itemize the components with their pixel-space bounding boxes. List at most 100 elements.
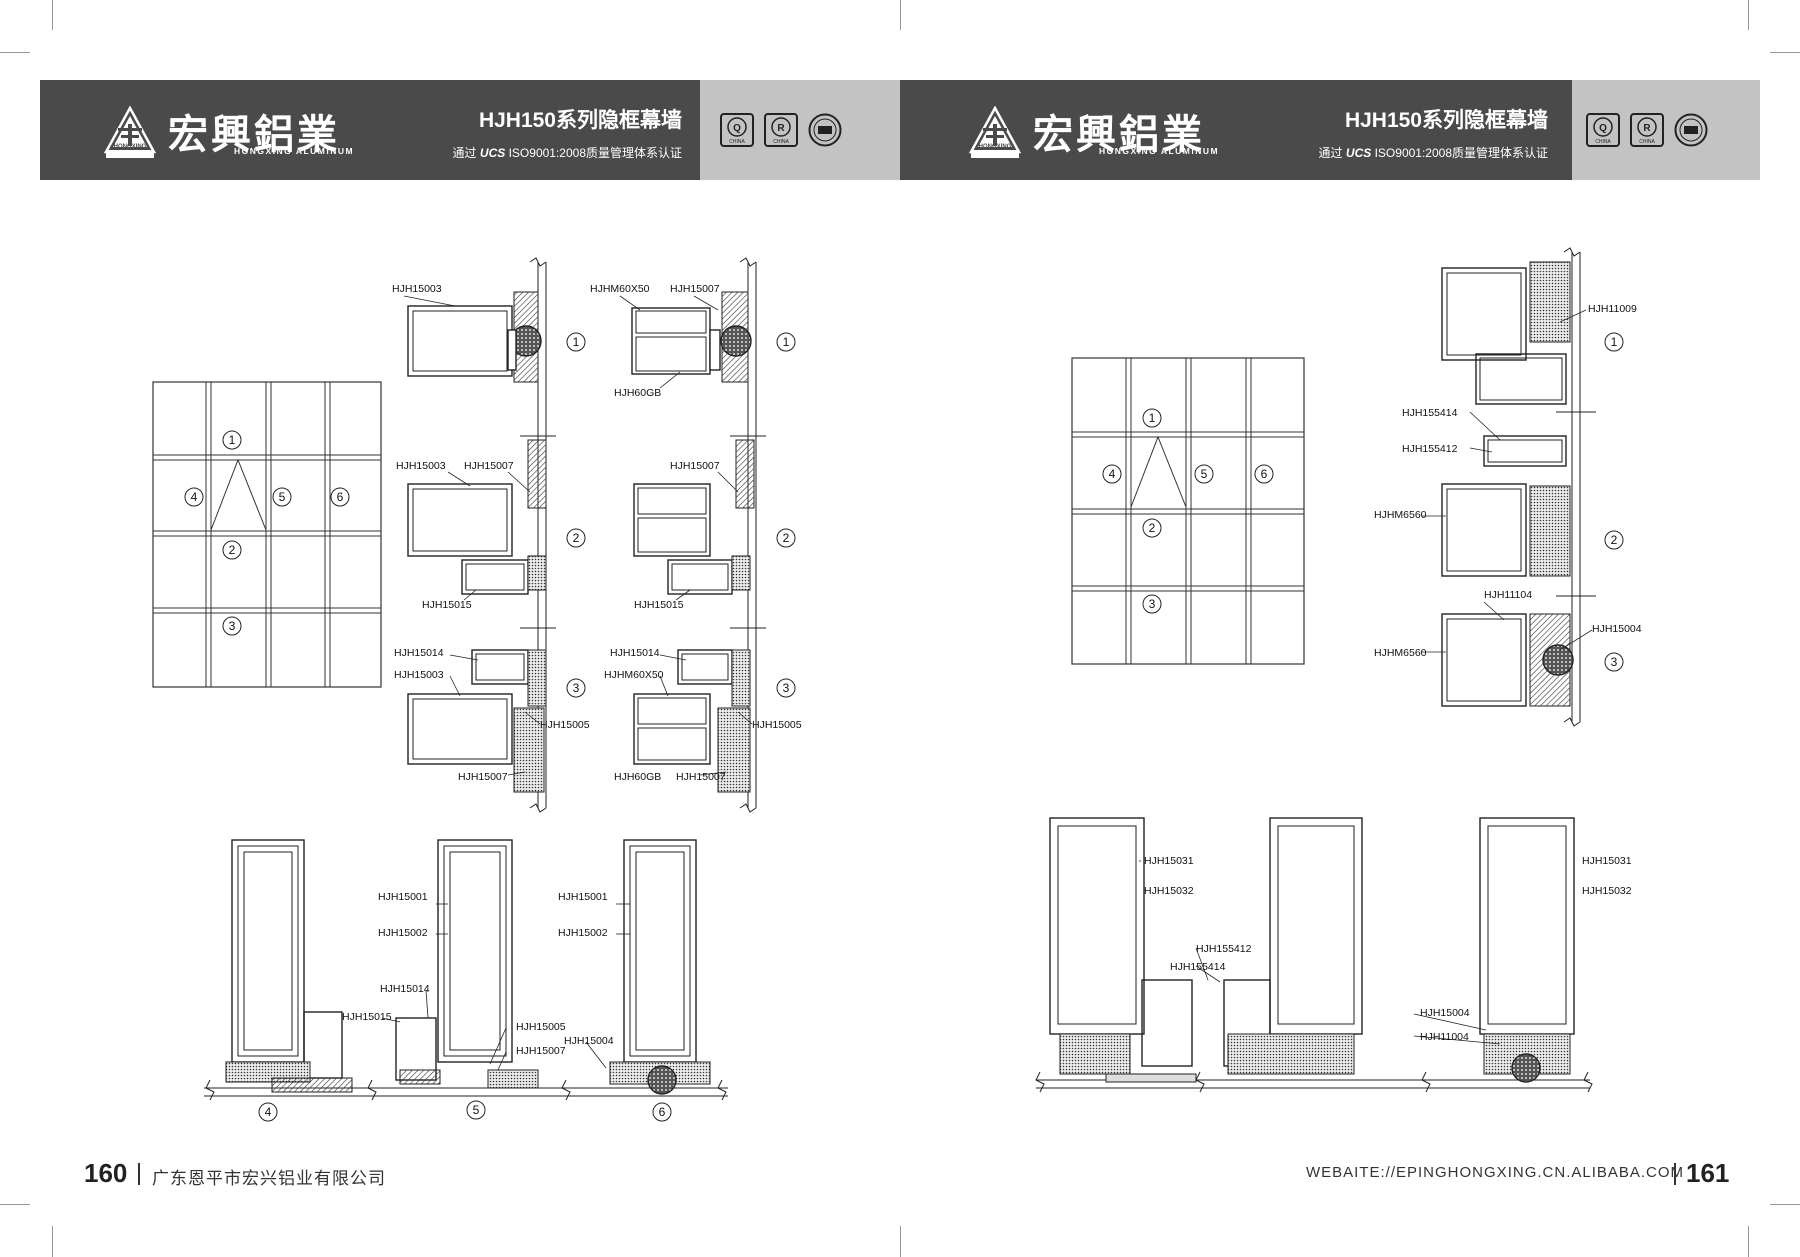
r-china-badge-icon: R CHINA <box>764 113 798 147</box>
cert-seal-badge-icon-right <box>1674 113 1708 147</box>
callout-3: 3 <box>1611 655 1618 669</box>
part-label: HJH15004 <box>564 1035 614 1047</box>
logo-caption-right: HONGXING <box>978 144 1012 150</box>
left-elevation-grid <box>152 381 382 688</box>
brand-name-en: HONGXING ALUMINUM <box>234 146 355 156</box>
part-label: HJH15015 <box>422 599 472 611</box>
part-label: HJH15007 <box>676 771 726 783</box>
part-label: HJH15031 <box>1582 855 1632 867</box>
right-horizontal-section <box>1035 817 1593 1093</box>
crop-mark <box>900 0 901 30</box>
svg-text:CHINA: CHINA <box>729 139 745 145</box>
part-label: HJH15007 <box>458 771 508 783</box>
callout-5: 5 <box>473 1103 480 1117</box>
callout-2: 2 <box>229 543 236 557</box>
part-label: HJH15002 <box>558 927 608 939</box>
svg-text:R: R <box>777 123 785 134</box>
left-cert-block <box>700 80 900 180</box>
website-url: WEBAITE://EPINGHONGXING.CN.ALIBABA.COM <box>1306 1164 1685 1181</box>
crop-mark <box>1748 1226 1749 1257</box>
callout-1: 1 <box>783 335 790 349</box>
part-label: HJH11004 <box>1420 1031 1469 1043</box>
cert-suffix: ISO9001:2008质量管理体系认证 <box>508 146 682 160</box>
hongxing-logo-icon <box>104 106 156 158</box>
footer-divider-right <box>1674 1163 1676 1185</box>
callout-4: 4 <box>191 490 198 504</box>
part-label: HJH60GB <box>614 387 661 399</box>
callout-2: 2 <box>1149 521 1156 535</box>
callout-6: 6 <box>1261 467 1268 481</box>
part-label: HJH15015 <box>342 1011 392 1023</box>
callout-2: 2 <box>1611 533 1618 547</box>
part-label: HJH15003 <box>392 283 442 295</box>
cert-prefix: 通过 <box>452 146 477 160</box>
crop-mark <box>52 0 53 30</box>
part-label: HJH15031 <box>1144 855 1194 867</box>
right-elevation-grid <box>1071 357 1305 665</box>
part-label: HJH155414 <box>1402 407 1458 419</box>
callout-1: 1 <box>573 335 580 349</box>
leader-lines <box>381 295 1593 1071</box>
left-header-band <box>40 80 700 180</box>
callout-5: 5 <box>1201 467 1208 481</box>
series-title: HJH150系列隐框幕墙 <box>478 109 682 132</box>
part-label: HJH15007 <box>670 460 720 472</box>
right-page-number: 161 <box>1686 1158 1730 1188</box>
crop-mark <box>1770 52 1800 53</box>
svg-text:Q: Q <box>733 123 741 134</box>
part-label: HJH155412 <box>1196 943 1252 955</box>
callout-circles <box>184 332 1624 1122</box>
part-label: HJH15032 <box>1582 885 1632 897</box>
callout-5: 5 <box>279 490 286 504</box>
callout-3: 3 <box>229 619 236 633</box>
part-label: HJH11104 <box>1484 589 1532 601</box>
callout-3: 3 <box>783 681 790 695</box>
part-label: HJH15001 <box>558 891 608 903</box>
part-label: HJH15015 <box>634 599 684 611</box>
right-vertical-section <box>1441 247 1596 727</box>
brand-name-en-right: HONGXING ALUMINUM <box>1099 146 1220 156</box>
callout-3: 3 <box>573 681 580 695</box>
logo-caption: HONGXING <box>113 144 147 150</box>
part-label: HJH15004 <box>1420 1007 1470 1019</box>
brand-name-cn-right: 宏興鋁業 <box>1033 111 1205 158</box>
callout-4: 4 <box>265 1105 272 1119</box>
part-label: HJH15003 <box>394 669 444 681</box>
part-label: HJH15003 <box>396 460 446 472</box>
crop-mark <box>900 1226 901 1257</box>
hongxing-logo-icon-right <box>969 106 1021 158</box>
part-label: HJH15014 <box>394 647 444 659</box>
cert-seal-badge-icon <box>808 113 842 147</box>
part-label: HJHM6560 <box>1374 647 1427 659</box>
part-label: HJHM6560 <box>1374 509 1427 521</box>
crop-mark <box>0 52 30 53</box>
crop-mark <box>1770 1204 1800 1205</box>
callout-1: 1 <box>229 433 236 447</box>
callout-1: 1 <box>1149 411 1156 425</box>
part-label: HJH11009 <box>1588 303 1637 315</box>
q-china-badge-icon: Q CHINA <box>720 113 754 147</box>
part-label: HJH15014 <box>610 647 660 659</box>
part-label: HJH15002 <box>378 927 428 939</box>
right-part-labels: HJH11009 HJH155414 HJH155412 HJHM6560 HJ… <box>1144 303 1642 1043</box>
svg-text:CHINA: CHINA <box>773 139 789 145</box>
callout-2: 2 <box>573 531 580 545</box>
cert-line: 通过 UCS ISO9001:2008质量管理体系认证 <box>420 144 682 161</box>
part-label: HJHM60X50 <box>604 669 664 681</box>
brand-name-cn: 宏興鋁業 <box>168 111 340 158</box>
crop-mark <box>0 1204 30 1205</box>
svg-text:CHINA: CHINA <box>1595 139 1611 145</box>
part-label: HJH15007 <box>516 1045 566 1057</box>
callout-2: 2 <box>783 531 790 545</box>
part-label: HJH15005 <box>516 1021 566 1033</box>
left-vertical-sections <box>407 257 766 813</box>
callout-numbers: 1 4 5 6 2 3 1 1 2 2 3 3 4 5 6 1 4 5 6 2 … <box>191 335 1618 1119</box>
cert-suffix-right: ISO9001:2008质量管理体系认证 <box>1374 146 1548 160</box>
svg-text:CHINA: CHINA <box>1639 139 1655 145</box>
callout-1: 1 <box>1611 335 1618 349</box>
crop-mark <box>52 1226 53 1257</box>
part-label: HJH15005 <box>540 719 590 731</box>
ucs-mark-right: UCS <box>1345 146 1372 160</box>
